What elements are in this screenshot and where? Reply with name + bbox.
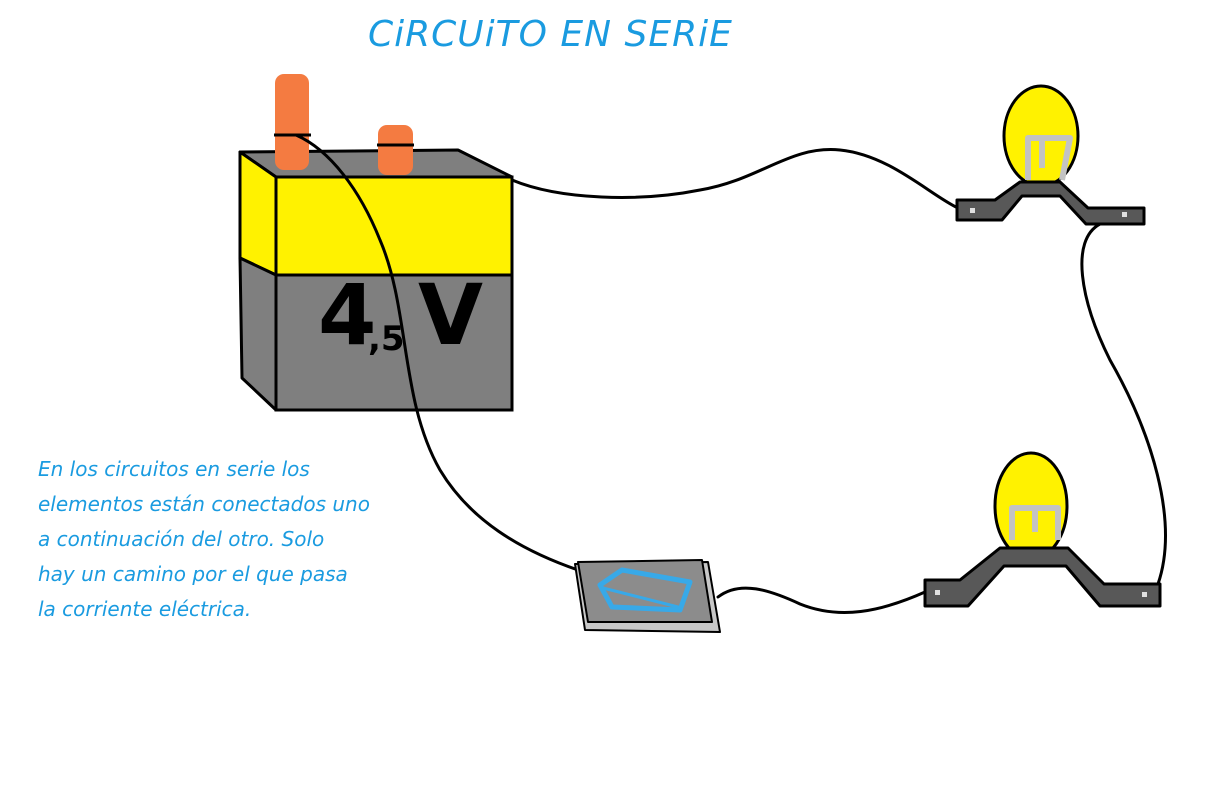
bulb-2-socket — [923, 546, 1162, 608]
description-line: En los circuitos en serie los — [38, 457, 310, 481]
description-line: la corriente eléctrica. — [38, 597, 252, 621]
bulb-1-filament — [1025, 135, 1073, 181]
bulb-1 — [955, 84, 1146, 226]
battery-side-lower — [238, 256, 278, 412]
switch-lever — [597, 567, 693, 613]
bulb-2-screw-left — [935, 590, 940, 595]
bulb-2-screw-right — [1142, 592, 1147, 597]
battery-voltage-main: 4 — [318, 266, 376, 364]
description-line: hay un camino por el que pasa — [38, 562, 348, 586]
description-line: a continuación del otro. Solo — [38, 527, 325, 551]
description-line: elementos están conectados uno — [38, 492, 370, 516]
wire-bulb-1-to-bulb-2 — [1080, 222, 1167, 586]
battery-voltage-unit: V — [418, 266, 483, 364]
bulb-1-screw-left — [970, 208, 975, 213]
battery-voltage-decimal: ,5 — [368, 319, 405, 359]
bulb-1-screw-right — [1122, 212, 1127, 217]
switch — [574, 559, 721, 633]
wire-battery-to-bulb-1 — [510, 148, 960, 210]
battery: 4 ,5 V — [238, 74, 514, 412]
page-title: CiRCUiTO EN SERiE — [368, 14, 733, 55]
wire-switch-to-battery — [294, 133, 580, 572]
description-text: En los circuitos en serie los elementos … — [38, 452, 438, 627]
switch-base — [577, 559, 713, 623]
wires — [294, 133, 1167, 614]
battery-terminal-negative — [378, 125, 413, 175]
bulb-2-filament — [1009, 505, 1061, 540]
bulb-1-socket — [955, 180, 1146, 226]
battery-terminal-positive — [275, 74, 309, 170]
bulb-2 — [923, 451, 1162, 608]
battery-front-upper — [274, 175, 514, 277]
wire-bulb-2-to-switch — [716, 586, 927, 614]
battery-front-lower — [274, 273, 514, 412]
switch-lever-edge — [602, 586, 683, 610]
